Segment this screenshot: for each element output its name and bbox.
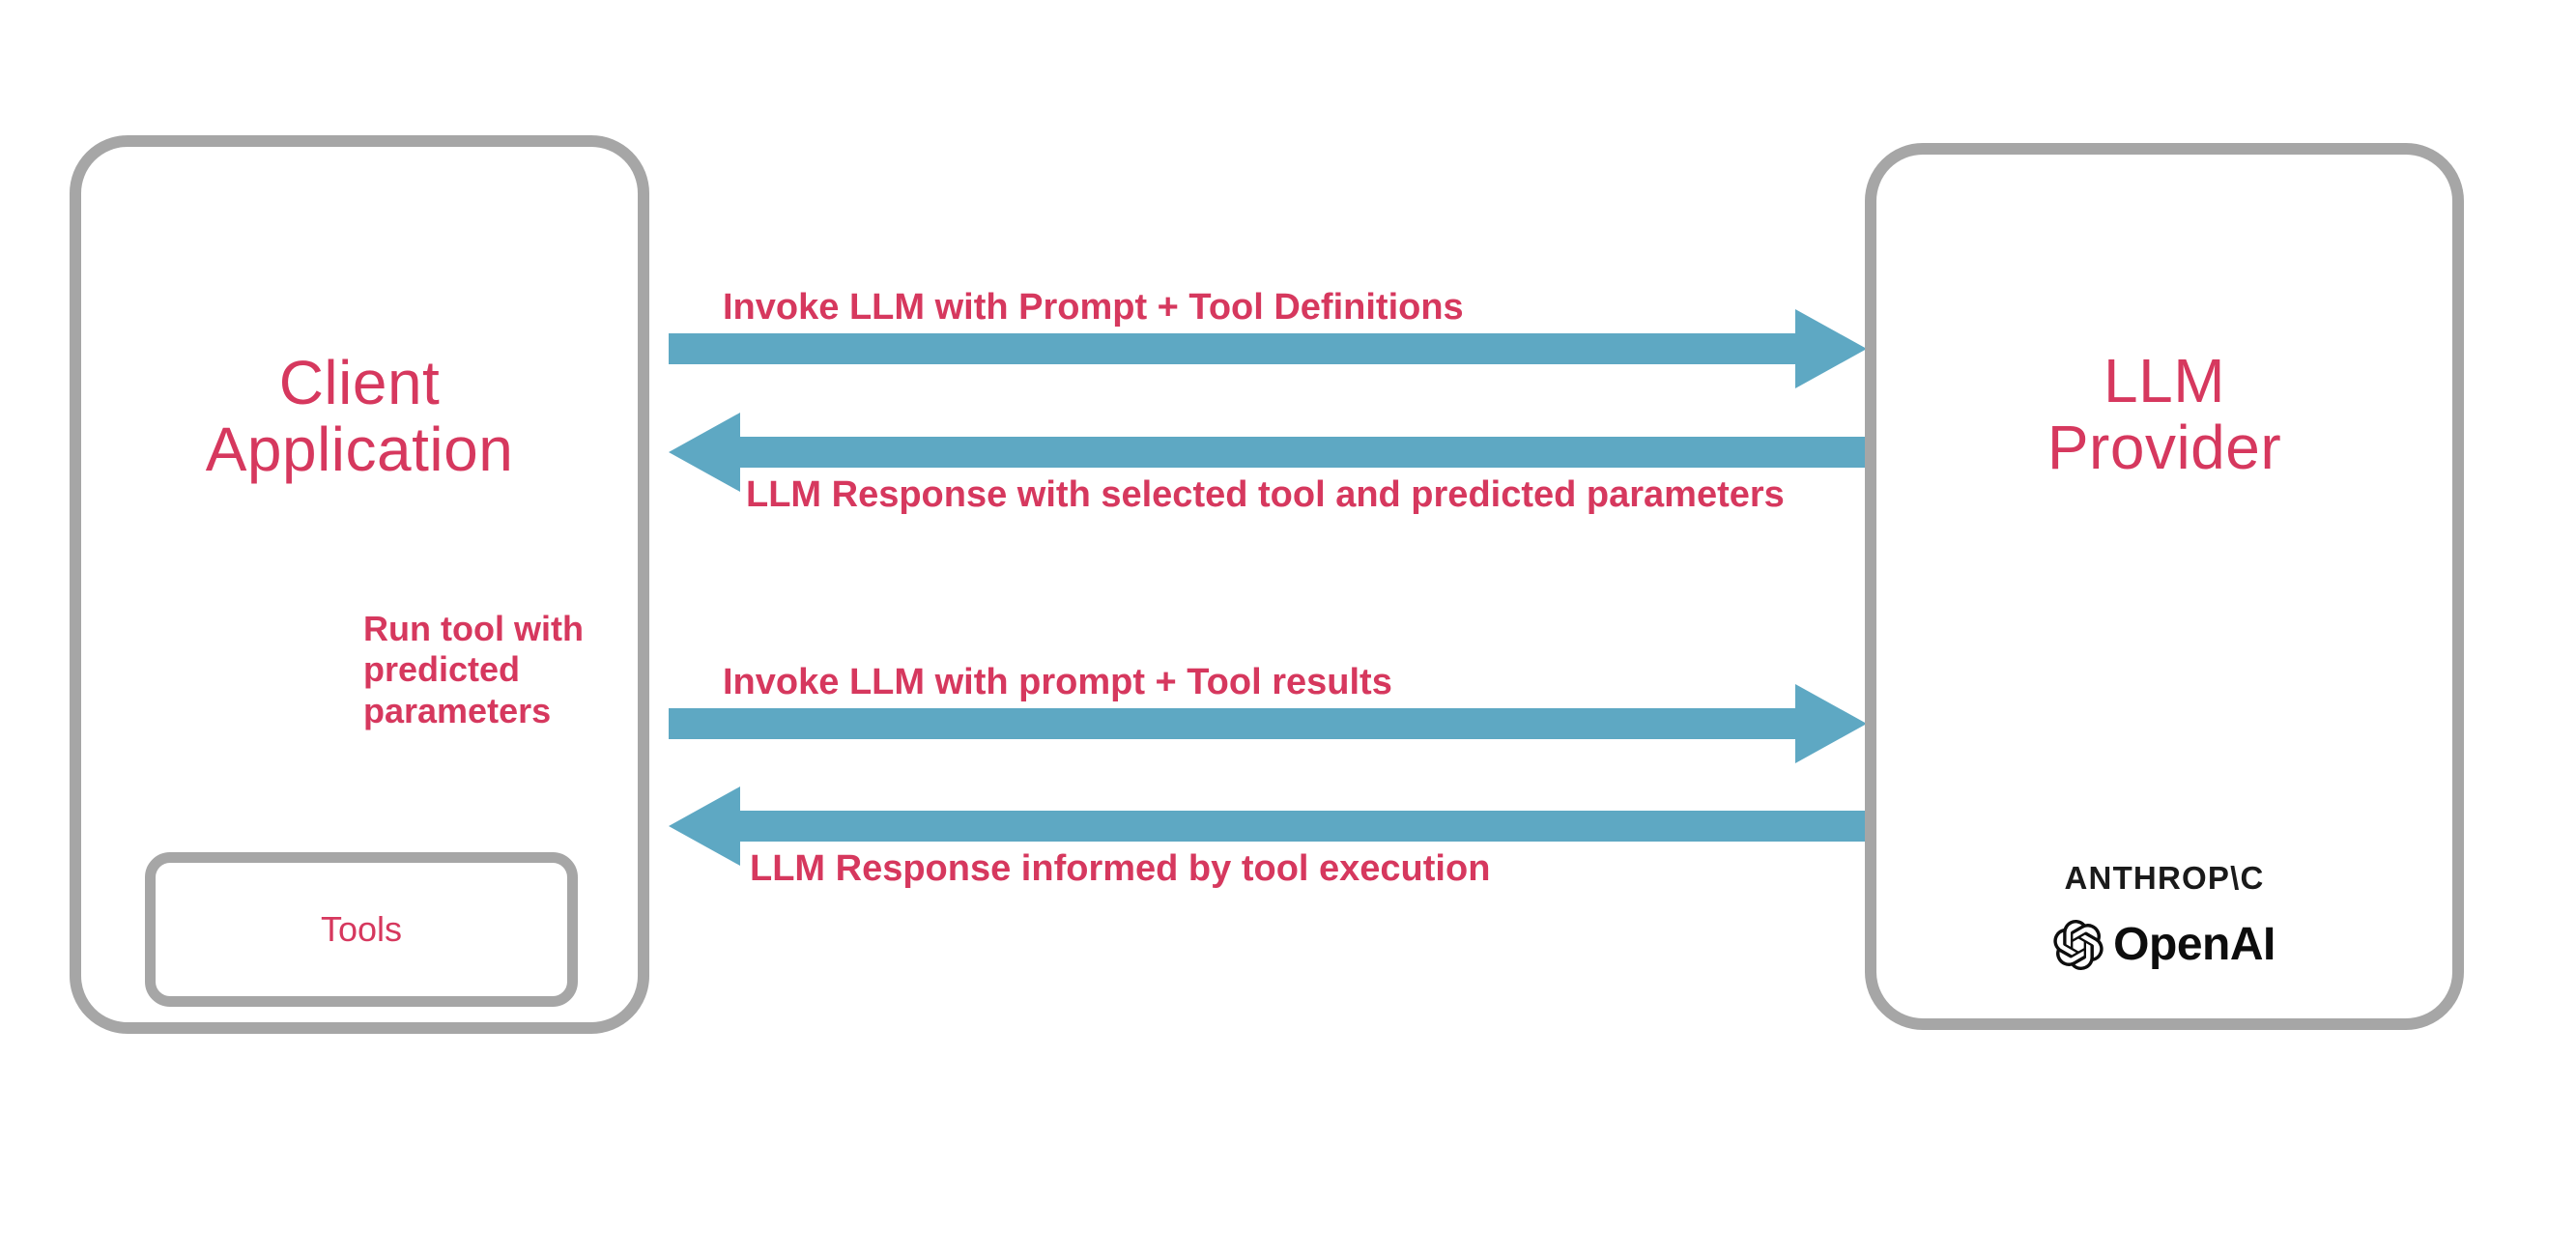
tools-label: Tools bbox=[320, 909, 403, 949]
flow-label-response-1: LLM Response with selected tool and pred… bbox=[746, 474, 1785, 515]
flow-label-run-tool: Run tool with predicted parameters bbox=[363, 609, 634, 731]
flow-label-response-2: LLM Response informed by tool execution bbox=[750, 848, 1491, 889]
vendor-logo-group: ANTHROP\C OpenAI bbox=[1876, 860, 2452, 971]
llm-provider-panel: LLM Provider ANTHROP\C OpenAI bbox=[1865, 143, 2464, 1030]
run-tool-line-3: parameters bbox=[363, 690, 552, 730]
client-title-line-2: Application bbox=[205, 415, 514, 485]
client-application-title: Client Application bbox=[81, 348, 638, 485]
flow-label-invoke-1: Invoke LLM with Prompt + Tool Definition… bbox=[723, 287, 1464, 328]
openai-knot-icon bbox=[2053, 919, 2104, 970]
openai-wordmark: OpenAI bbox=[2113, 919, 2275, 970]
run-tool-line-2: predicted bbox=[363, 649, 521, 690]
run-tool-line-1: Run tool with bbox=[363, 609, 584, 648]
tools-box[interactable]: Tools bbox=[145, 852, 578, 1007]
llm-provider-title: LLM Provider bbox=[1876, 346, 2452, 483]
provider-title-line-1: LLM bbox=[2104, 346, 2225, 415]
client-title-line-1: Client bbox=[278, 348, 441, 417]
openai-logo: OpenAI bbox=[2053, 918, 2275, 971]
flow-label-invoke-2: Invoke LLM with prompt + Tool results bbox=[723, 662, 1392, 702]
anthropic-wordmark-icon: ANTHROP\C bbox=[2064, 860, 2265, 896]
provider-title-line-2: Provider bbox=[2046, 413, 2282, 483]
client-application-panel: Client Application Tools bbox=[70, 135, 649, 1034]
